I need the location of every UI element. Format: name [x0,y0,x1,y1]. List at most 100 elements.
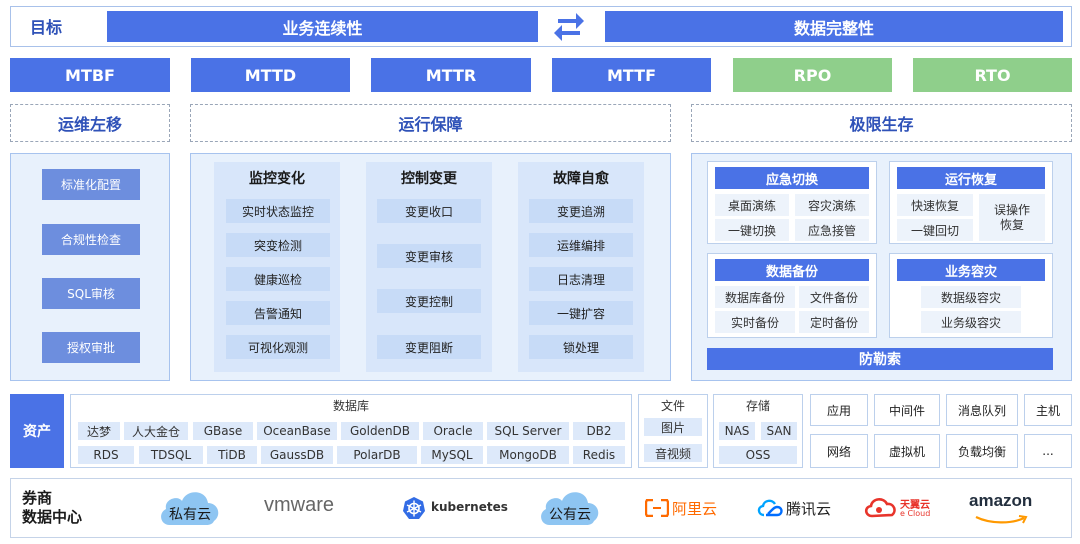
amazon-smile-icon [974,510,1030,524]
monitor-item: 健康巡检 [226,267,330,291]
file-title: 文件 [660,398,685,413]
asset-item: 中间件 [874,394,940,426]
db-item: Oracle [423,422,483,440]
dr-title: 业务容灾 [897,259,1045,281]
asset-item: 负载均衡 [946,434,1018,468]
asset-item: ... [1024,434,1072,468]
metric-mttr: MTTR [371,58,531,92]
change-item: 变更控制 [377,289,481,313]
section-operation: 运行保障 [190,104,671,142]
shift-left-item: 授权审批 [42,332,140,363]
asset-item: 虚拟机 [874,434,940,468]
change-item: 变更阻断 [377,335,481,359]
db-item: TDSQL [139,446,203,464]
backup-item: 文件备份 [799,286,869,308]
emergency-item: 容灾演练 [795,194,869,216]
shift-left-item: SQL审核 [42,278,140,309]
data-integrity: 数据完整性 [605,11,1063,42]
selfheal-title: 故障自愈 [553,171,609,187]
asset-item: 网络 [810,434,868,468]
backup-item: 定时备份 [799,311,869,333]
monitor-item: 突变检测 [226,233,330,257]
section-survival: 极限生存 [691,104,1072,142]
kubernetes-icon [402,496,426,520]
goal-label: 目标 [30,18,63,37]
provider-vmware: vmware [264,494,335,516]
db-item: 人大金仓 [124,422,188,440]
monitor-item: 实时状态监控 [226,199,330,223]
backup-item: 数据库备份 [715,286,795,308]
metric-mttf: MTTF [552,58,711,92]
business-continuity: 业务连续性 [107,11,538,42]
change-title: 控制变更 [401,171,457,187]
storage-item: NAS [719,422,755,440]
db-item: RDS [78,446,134,464]
selfheal-item: 运维编排 [529,233,633,257]
file-item: 图片 [644,418,702,436]
provider-tencent: 腾讯云 [786,500,832,518]
selfheal-item: 一键扩容 [529,301,633,325]
db-item: 达梦 [78,422,120,440]
provider-ecloud: e Cloud [900,509,931,518]
shift-left-item: 合规性检查 [42,224,140,255]
db-item: MySQL [421,446,483,464]
selfheal-item: 变更追溯 [529,199,633,223]
shift-left-item: 标准化配置 [42,169,140,200]
db-item: TiDB [207,446,257,464]
recovery-title: 运行恢复 [897,167,1045,189]
monitor-item: 告警通知 [226,301,330,325]
dr-item: 业务级容灾 [921,311,1021,333]
provider-kubernetes: kubernetes [431,500,508,514]
metric-mtbf: MTBF [10,58,170,92]
metric-mttd: MTTD [191,58,350,92]
anti-ransomware: 防勒索 [707,348,1053,370]
asset-item: 应用 [810,394,868,426]
db-item: MongoDB [487,446,569,464]
asset-item: 主机 [1024,394,1072,426]
db-item: PolarDB [337,446,417,464]
db-item: GaussDB [261,446,333,464]
cloud-icon [156,485,224,529]
provider-aliyun: 阿里云 [672,500,718,518]
database-title: 数据库 [332,398,369,413]
storage-item: OSS [719,446,797,464]
emergency-item: 一键切换 [715,219,789,241]
storage-item: SAN [761,422,797,440]
metric-rto: RTO [913,58,1072,92]
provider-private-cloud: 私有云 [169,507,211,523]
recovery-side: 误操作恢复 [979,194,1045,241]
asset-item: 消息队列 [946,394,1018,426]
provider-public-cloud: 公有云 [549,507,591,523]
file-item: 音视频 [644,444,702,462]
db-item: OceanBase [257,422,337,440]
db-item: GoldenDB [341,422,419,440]
db-item: DB2 [573,422,625,440]
tianyi-cloud-icon [864,496,898,518]
storage-title: 存储 [745,398,770,413]
emergency-title: 应急切换 [715,167,869,189]
swap-arrows-icon [552,7,586,45]
monitor-title: 监控变化 [249,171,305,187]
selfheal-item: 锁处理 [529,335,633,359]
emergency-item: 应急接管 [795,219,869,241]
selfheal-item: 日志清理 [529,267,633,291]
backup-item: 实时备份 [715,311,795,333]
tencent-cloud-icon [756,497,784,517]
aliyun-icon [644,498,670,518]
recovery-item: 快速恢复 [897,194,973,216]
provider-tianyi: 天翼云 [900,500,930,511]
db-item: Redis [573,446,625,464]
metric-rpo: RPO [733,58,892,92]
backup-title: 数据备份 [715,259,869,281]
cloud-icon [536,485,604,529]
provider-amazon: amazon [969,491,1033,510]
recovery-item: 一键回切 [897,219,973,241]
change-item: 变更收口 [377,199,481,223]
datacenter-label: 券商 数据中心 [22,489,83,526]
monitor-item: 可视化观测 [226,335,330,359]
change-item: 变更审核 [377,244,481,268]
db-item: SQL Server [487,422,569,440]
dr-item: 数据级容灾 [921,286,1021,308]
emergency-item: 桌面演练 [715,194,789,216]
db-item: GBase [193,422,253,440]
